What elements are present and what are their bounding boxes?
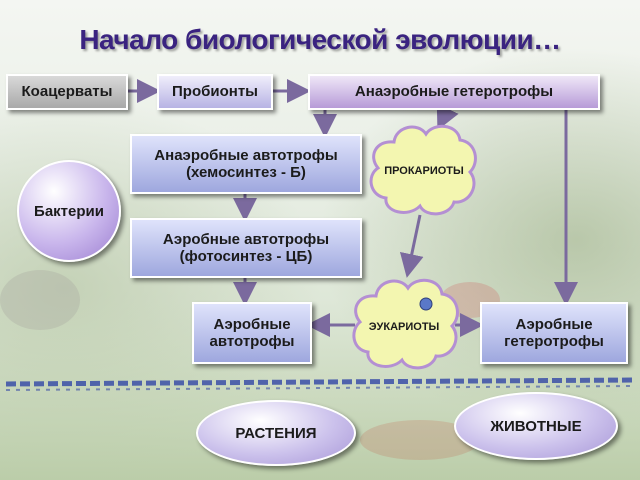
node-animals: ЖИВОТНЫЕ [454,392,618,460]
node-anaerobic-autotrophs: Анаэробные автотрофы (хемосинтез - Б) [130,134,362,194]
node-animals-label: ЖИВОТНЫЕ [490,417,582,435]
node-prokaryotes: ПРОКАРИОТЫ [369,124,477,216]
nucleus-icon [419,297,433,311]
node-aerobic-autotrophs: Аэробные автотрофы [192,302,312,364]
node-aerobic-heterotrophs-line2: гетеротрофы [504,333,604,350]
node-anaerobic-autotrophs-line2: (хемосинтез - Б) [186,164,306,181]
node-aerobic-autotrophs-ps-line1: Аэробные автотрофы [162,230,330,248]
node-eukaryotes-label: ЭУКАРИОТЫ [369,321,440,333]
arrow-prokaryotes-eukaryotes [399,214,424,278]
node-probionts: Пробионты [157,74,273,110]
node-aerobic-autotrophs-line1: Аэробные [213,315,291,333]
node-probionts-label: Пробионты [172,83,258,101]
node-aerobic-heterotrophs-line1: Аэробные [515,315,593,333]
node-aerobic-autotrophs-line2: автотрофы [209,333,295,350]
divider-line [5,377,635,387]
node-aerobic-autotrophs-ps: Аэробные автотрофы (фотосинтез - ЦБ) [130,218,362,278]
node-aerobic-heterotrophs: Аэробные гетеротрофы [480,302,628,364]
node-aerobic-autotrophs-ps-line2: (фотосинтез - ЦБ) [179,248,313,265]
node-plants: РАСТЕНИЯ [196,400,356,466]
node-eukaryotes: ЭУКАРИОТЫ [352,278,459,370]
arrow-to-prokaryotes [436,103,459,131]
node-anaerobic-heterotrophs: Анаэробные гетеротрофы [308,74,600,110]
node-plants-label: РАСТЕНИЯ [235,424,317,442]
node-coacervates-label: Коацерваты [21,83,113,101]
node-bacteria: Бактерии [17,160,121,262]
node-anaerobic-autotrophs-line1: Анаэробные автотрофы [154,146,338,164]
node-prokaryotes-label: ПРОКАРИОТЫ [384,165,464,177]
node-coacervates: Коацерваты [6,74,128,110]
node-bacteria-label: Бактерии [34,202,104,220]
node-anaerobic-heterotrophs-label: Анаэробные гетеротрофы [354,83,554,101]
diagram-title: Начало биологической эволюции… [79,24,561,55]
